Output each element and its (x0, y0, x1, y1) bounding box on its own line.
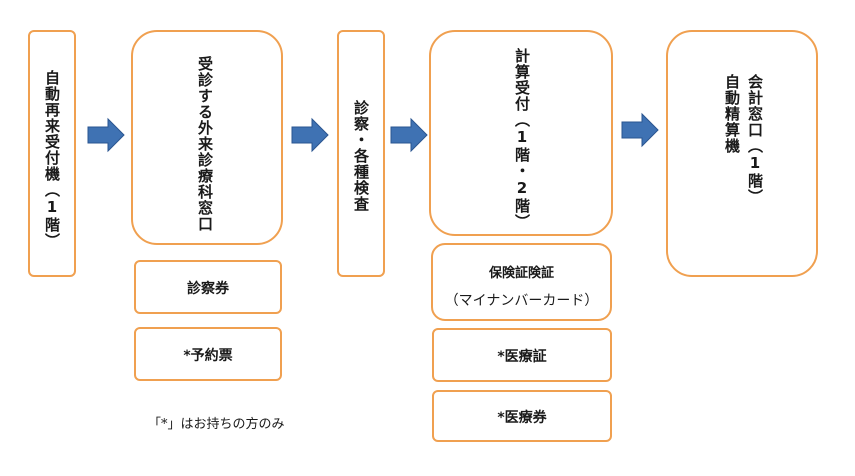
billing-reception-label: 計算受付（1階・2階） (513, 48, 531, 230)
medical-certificate-box: *医療証 (432, 328, 612, 382)
payment-window-box: 会計窓口（1階） 自動精算機 (666, 30, 818, 277)
reception-machine-box: 自動再来受付機（1階） (28, 30, 76, 277)
reception-machine-label: 自動再来受付機（1階） (43, 70, 61, 249)
payment-window-label: 会計窓口（1階） (746, 74, 764, 205)
my-number-card-label: （マイナンバーカード） (444, 293, 599, 309)
appointment-slip-box: *予約票 (134, 327, 282, 381)
medical-ticket-box: *医療券 (432, 390, 612, 442)
footnote: 「*」はお持ちの方のみ (148, 417, 285, 432)
arrow-right-icon (621, 112, 659, 148)
patient-card-box: 診察券 (134, 260, 282, 314)
arrow-right-icon (87, 117, 125, 153)
department-window-label: 受診する外来診療科窓口 (196, 56, 214, 232)
auto-payment-machine-label: 自動精算機 (723, 74, 741, 154)
medical-certificate-label: *医療証 (497, 349, 547, 365)
examination-box: 診察・各種検査 (337, 30, 385, 277)
arrow-right-icon (291, 117, 329, 153)
billing-reception-box: 計算受付（1階・2階） (429, 30, 613, 236)
appointment-slip-label: *予約票 (183, 348, 233, 364)
insurance-card-box: 保険証険証 （マイナンバーカード） (431, 243, 612, 321)
arrow-right-icon (390, 117, 428, 153)
insurance-card-label: 保険証険証 (488, 266, 554, 281)
examination-label: 診察・各種検査 (352, 100, 370, 212)
department-window-box: 受診する外来診療科窓口 (131, 30, 283, 245)
medical-ticket-label: *医療券 (497, 410, 547, 426)
patient-card-label: 診察券 (187, 281, 229, 297)
